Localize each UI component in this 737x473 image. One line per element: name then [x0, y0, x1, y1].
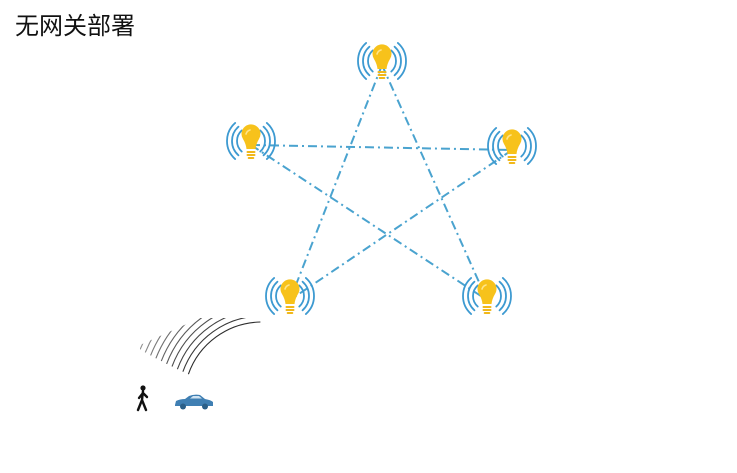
radar-wave-arc: [182, 318, 261, 372]
signal-arc-icon: [304, 277, 315, 315]
bulb-base: [378, 77, 386, 79]
mesh-link-top-bottom-left: [289, 64, 383, 301]
bulb-base: [482, 309, 492, 311]
radar-wave-arc: [155, 318, 260, 359]
detection-targets: [136, 385, 213, 412]
bulb-base: [247, 157, 255, 159]
signal-arc-icon: [396, 42, 407, 80]
signal-arc-icon: [265, 277, 276, 315]
smart-bulb-icon-bottom-right: [462, 277, 512, 315]
car-wheel: [202, 403, 208, 410]
bulb-nodes: [226, 42, 537, 315]
bulb-base: [286, 312, 294, 314]
signal-arc-icon: [520, 134, 527, 158]
bulb-base: [483, 312, 491, 314]
signal-arc-icon: [501, 277, 512, 315]
radar-wave-arc: [140, 318, 260, 347]
bulb-base: [285, 309, 295, 311]
smart-bulb-icon-top: [357, 42, 407, 80]
signal-arc-icon: [526, 127, 537, 165]
signal-arc-icon: [275, 284, 282, 308]
car-window: [190, 396, 202, 399]
radar-wave-icon: [140, 318, 261, 375]
car-body: [175, 394, 213, 406]
smart-bulb-icon-left: [226, 122, 276, 160]
smart-bulb-icon-right: [487, 127, 537, 165]
signal-arc-icon: [462, 277, 473, 315]
bulb-glass: [241, 124, 261, 149]
signal-arc-icon: [298, 284, 305, 308]
bulb-base: [377, 74, 387, 76]
bulb-base: [508, 162, 516, 164]
bulb-base: [507, 159, 517, 161]
signal-arc-icon: [367, 49, 374, 73]
signal-arc-icon: [236, 129, 243, 153]
mesh-link-left-bottom-right: [250, 144, 488, 301]
radar-wave-arc: [160, 318, 260, 362]
mesh-links: [250, 64, 513, 301]
smart-bulb-icon-bottom-left: [265, 277, 315, 315]
bulb-glass: [280, 279, 300, 304]
pedestrian-icon: [136, 385, 149, 412]
radar-wave-arc: [176, 318, 261, 370]
page-title: 无网关部署: [15, 12, 135, 40]
signal-arc-icon: [497, 134, 504, 158]
bulb-highlight: [481, 284, 487, 290]
car-wheel: [180, 403, 186, 410]
car-icon: [175, 394, 213, 410]
bulb-base: [482, 306, 492, 308]
signal-arc-icon: [226, 122, 237, 160]
radar-wave-arc: [140, 318, 259, 337]
bulb-highlight: [284, 284, 290, 290]
mesh-link-top-bottom-right: [381, 64, 488, 301]
radar-wave-arc: [187, 321, 261, 375]
bulb-base: [377, 71, 387, 73]
signal-arc-icon: [495, 284, 502, 308]
mesh-link-left-right: [250, 144, 513, 151]
radar-wave-arc: [140, 318, 260, 350]
radar-wave-arc: [166, 318, 261, 365]
bulb-base: [246, 154, 256, 156]
bulb-highlight: [376, 49, 382, 55]
signal-arc-icon: [487, 127, 498, 165]
bulb-glass: [502, 129, 522, 154]
bulb-glass: [372, 44, 392, 69]
bulb-base: [285, 306, 295, 308]
radar-wave-arc: [150, 318, 260, 356]
signal-arc-icon: [259, 129, 266, 153]
signal-arc-icon: [357, 42, 368, 80]
bulb-base: [246, 151, 256, 153]
pedestrian-head: [140, 385, 146, 391]
bulb-highlight: [245, 129, 251, 135]
signal-arc-icon: [390, 49, 397, 73]
radar-wave-arc: [171, 318, 261, 367]
signal-arc-icon: [472, 284, 479, 308]
mesh-link-right-bottom-left: [289, 149, 513, 301]
radar-wave-arc: [140, 318, 260, 344]
bulb-glass: [477, 279, 497, 304]
bulb-highlight: [506, 134, 512, 140]
signal-arc-icon: [265, 122, 276, 160]
bulb-base: [507, 156, 517, 158]
pedestrian-body: [136, 389, 149, 412]
